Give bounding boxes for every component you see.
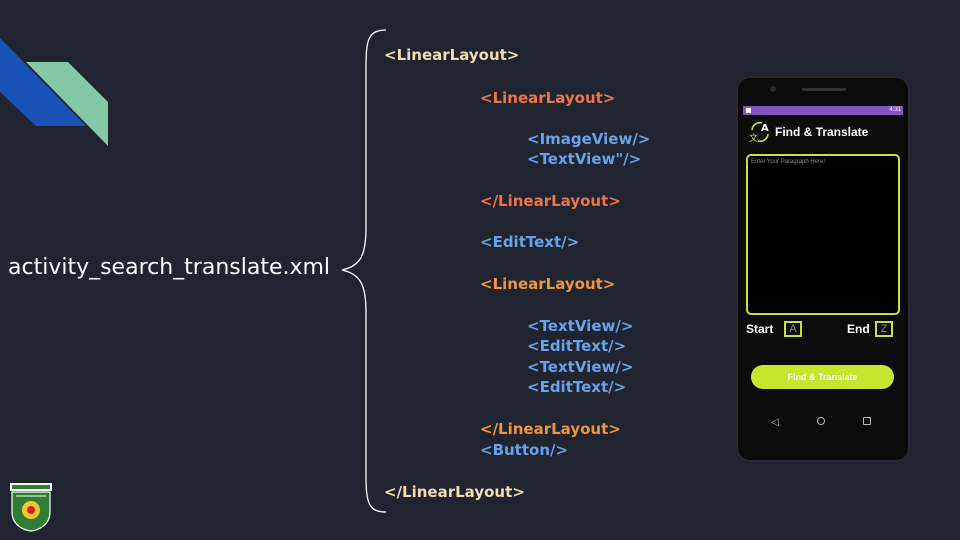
- corner-decoration: [0, 38, 108, 146]
- code-line: <EditText/>: [480, 233, 580, 251]
- translate-icon: A 文: [749, 121, 769, 144]
- university-logo: [10, 483, 52, 532]
- code-line: <TextView/>: [527, 317, 634, 335]
- code-line: <LinearLayout>: [384, 46, 520, 64]
- start-input[interactable]: A: [784, 321, 802, 337]
- code-line: </LinearLayout>: [480, 192, 621, 210]
- curly-brace: [341, 29, 387, 513]
- app-title: Find & Translate: [775, 125, 869, 139]
- home-icon[interactable]: [817, 417, 825, 425]
- speaker-grille: [802, 88, 846, 91]
- translate-icon-letter: A: [761, 123, 769, 134]
- translate-icon-glyph: 文: [749, 132, 758, 144]
- code-line: <LinearLayout>: [480, 275, 616, 293]
- paragraph-input[interactable]: Enter Your Paragraph Here!: [746, 154, 900, 315]
- back-icon[interactable]: ◁: [771, 417, 779, 428]
- status-time: 4:31: [889, 107, 901, 113]
- code-line: <LinearLayout>: [480, 89, 616, 107]
- code-line: <Button/>: [480, 441, 569, 459]
- code-line: <TextView/>: [527, 358, 634, 376]
- find-translate-button[interactable]: Find & Translate: [751, 365, 894, 389]
- code-line: <TextView"/>: [527, 150, 642, 168]
- code-line: <EditText/>: [527, 337, 627, 355]
- code-line: <EditText/>: [527, 378, 627, 396]
- xml-filename: activity_search_translate.xml: [8, 255, 331, 280]
- nav-bar: ◁: [743, 413, 903, 433]
- end-input[interactable]: Z: [875, 321, 893, 337]
- notification-icon: [746, 108, 751, 113]
- code-line: </LinearLayout>: [384, 483, 525, 501]
- app-bar: A 文 Find & Translate: [743, 115, 903, 151]
- code-line: </LinearLayout>: [480, 420, 621, 438]
- code-line: <ImageView/>: [527, 130, 651, 148]
- start-label: Start: [746, 322, 774, 336]
- paragraph-placeholder: Enter Your Paragraph Here!: [751, 159, 826, 165]
- recent-apps-icon[interactable]: [863, 417, 871, 425]
- status-bar: 4:31: [743, 106, 903, 115]
- camera-icon: [770, 86, 776, 92]
- end-label: End: [847, 322, 870, 336]
- phone-mockup: 4:31 A 文 Find & Translate Enter Your Par…: [736, 76, 910, 462]
